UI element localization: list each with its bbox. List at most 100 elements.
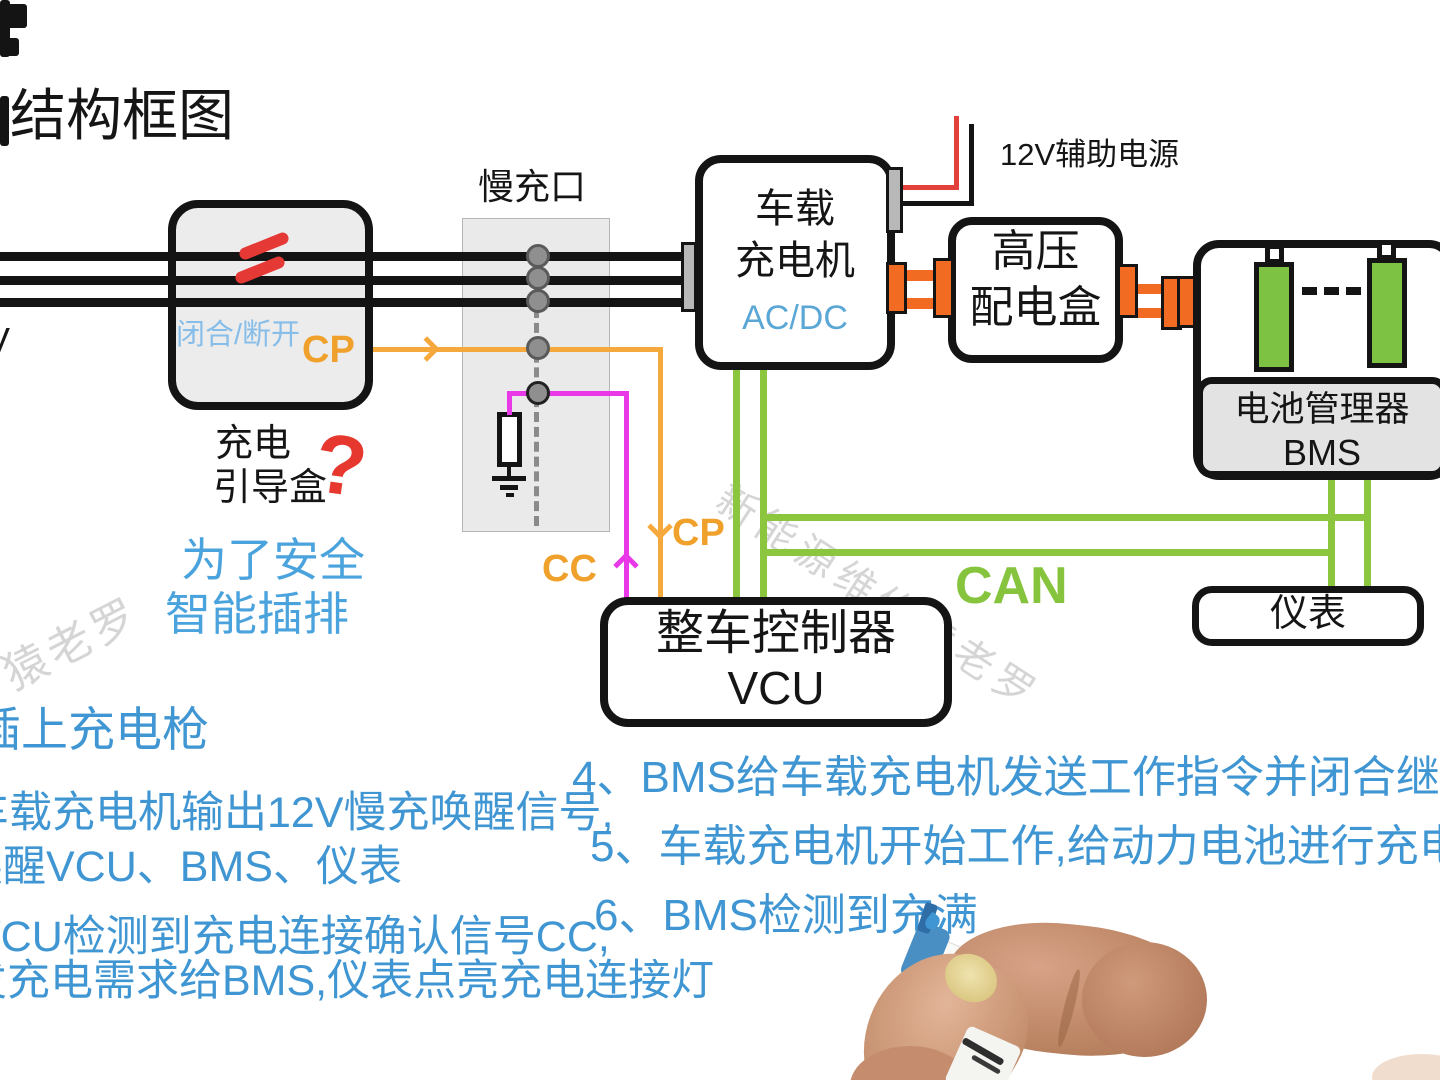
step-note-4: 4、BMS给车载充电机发送工作指令并闭合继电器 — [572, 753, 1440, 802]
aux-12v-wire-red — [902, 185, 959, 190]
cc-line-vertical — [624, 391, 629, 598]
obc-aux-connector-tab — [886, 167, 903, 233]
obc-label: 充电机 — [735, 239, 855, 283]
hv-connector-bar — [1138, 284, 1161, 294]
cutoff-character-fragment — [0, 96, 9, 146]
hand-index-finger — [939, 911, 1211, 1069]
cc-line-horizontal — [507, 391, 629, 396]
hv-connector-bar — [907, 270, 933, 281]
ac-wire-2 — [0, 276, 695, 285]
can-line-obc-vcu-2 — [760, 364, 767, 598]
marker-pen-shaft — [873, 937, 979, 1080]
page-title: 结构框图 — [10, 84, 234, 147]
port-contact-cc — [526, 381, 550, 405]
meter-label: 仪表 — [1269, 593, 1346, 635]
charge-guide-label: 充电 — [215, 423, 292, 465]
bms-label: BMS — [1282, 432, 1361, 473]
question-mark: ? — [308, 414, 373, 516]
cp-signal-label: CP — [672, 512, 725, 554]
ground-icon — [500, 485, 518, 490]
bms-label: 电池管理器 — [1234, 390, 1410, 429]
can-line-horizontal-2 — [763, 549, 1335, 556]
wrist-shadow — [1372, 1054, 1440, 1080]
pen-body-between-fingers — [943, 1024, 1023, 1080]
battery-cell — [1367, 258, 1407, 368]
can-line-bms-meter-2 — [1364, 477, 1371, 588]
obc-left-connector-tab — [681, 242, 697, 312]
thumb-nail — [935, 944, 1007, 1012]
watermark-corner: 猿老罗 — [0, 588, 149, 700]
hv-connector-bar — [907, 298, 933, 309]
vcu-label: 整车控制器 — [655, 607, 896, 660]
ac-wire-1 — [0, 252, 695, 261]
cp-arrow-right-icon — [414, 336, 440, 362]
step-note-6: 6、BMS检测到充满 — [594, 891, 978, 940]
resistor-symbol — [497, 412, 522, 467]
hv-connector — [886, 262, 907, 314]
bms-section — [1196, 377, 1440, 478]
aux-12v-wire-black — [969, 124, 974, 206]
cc-line-left-drop — [507, 391, 512, 415]
ground-icon — [506, 493, 514, 497]
ground-icon — [492, 476, 526, 481]
pen-logo-mark — [961, 1036, 1005, 1067]
ac-wire-3 — [0, 298, 695, 307]
hv-box-label: 配电盒 — [969, 283, 1102, 332]
battery-cell-terminal — [1377, 240, 1396, 260]
battery-cell — [1254, 262, 1294, 372]
charge-guide-label: 引导盒 — [213, 467, 328, 509]
step-note-1: 插上充电枪 — [0, 703, 209, 756]
step-note-5: 5、车载充电机开始工作,给动力电池进行充电 — [590, 822, 1440, 871]
resistor-lead — [507, 466, 511, 476]
battery-ellipsis-dash — [1302, 287, 1317, 295]
step-note-3b: 发充电需求给BMS,仪表点亮充电连接灯 — [0, 957, 715, 1005]
port-contact — [526, 266, 550, 290]
cp-label-relay: CP — [302, 329, 355, 371]
can-line-horizontal-1 — [763, 514, 1371, 521]
cutoff-corner-fragment — [0, 0, 10, 57]
battery-ellipsis-dash — [1324, 287, 1339, 295]
cc-signal-label: CC — [542, 548, 597, 590]
step-note-3: VCU检测到充电连接确认信号CC, — [0, 913, 610, 961]
safety-note: 智能插排 — [165, 588, 349, 640]
hand-thumb — [831, 925, 1053, 1080]
meter-box — [1192, 586, 1424, 646]
charge-port-label: 慢充口 — [478, 166, 587, 207]
relay-state-label: 闭合/断开 — [176, 319, 301, 351]
can-line-obc-vcu-1 — [733, 364, 740, 598]
battery-connector-tab — [1177, 276, 1196, 328]
port-contact — [526, 244, 550, 268]
port-contact — [526, 289, 550, 313]
obc-label: 车载 — [755, 187, 835, 231]
port-contact-cp — [526, 336, 550, 360]
cc-arrow-up-icon — [613, 552, 639, 578]
hv-connector-bar — [1138, 308, 1161, 318]
cp-arrow-down-icon — [647, 514, 673, 540]
vcu-box — [600, 597, 952, 727]
can-bus-label: CAN — [955, 557, 1068, 615]
hv-connector — [933, 258, 954, 318]
vcu-label: VCU — [727, 662, 825, 714]
battery-ellipsis-dash — [1346, 287, 1361, 295]
obc-acdc-label: AC/DC — [742, 299, 848, 337]
hv-connector — [1117, 264, 1138, 318]
port-dashed-line — [534, 308, 539, 526]
finger-crease — [1054, 967, 1084, 1049]
step-note-2b: 唤醒VCU、BMS、仪表 — [0, 843, 402, 891]
cutoff-corner-fragment — [2, 38, 19, 56]
pen-logo-mark — [970, 1054, 1002, 1075]
battery-cell-terminal — [1265, 244, 1284, 264]
step-note-2: 车载充电机输出12V慢充唤醒信号, — [0, 789, 614, 837]
hand-knuckle — [1082, 942, 1207, 1057]
cp-line-vertical — [658, 347, 663, 598]
palm-edge — [850, 1046, 970, 1080]
aux-power-label: 12V辅助电源 — [1000, 137, 1180, 172]
hv-box-label: 高压 — [991, 227, 1080, 276]
safety-note: 为了安全 — [181, 534, 365, 586]
cutoff-voltage-fragment: V — [0, 321, 10, 361]
can-line-bms-meter-1 — [1328, 477, 1335, 588]
aux-12v-wire-red — [954, 116, 959, 190]
cutoff-corner-fragment — [0, 4, 27, 28]
cp-line-horizontal — [373, 347, 663, 352]
